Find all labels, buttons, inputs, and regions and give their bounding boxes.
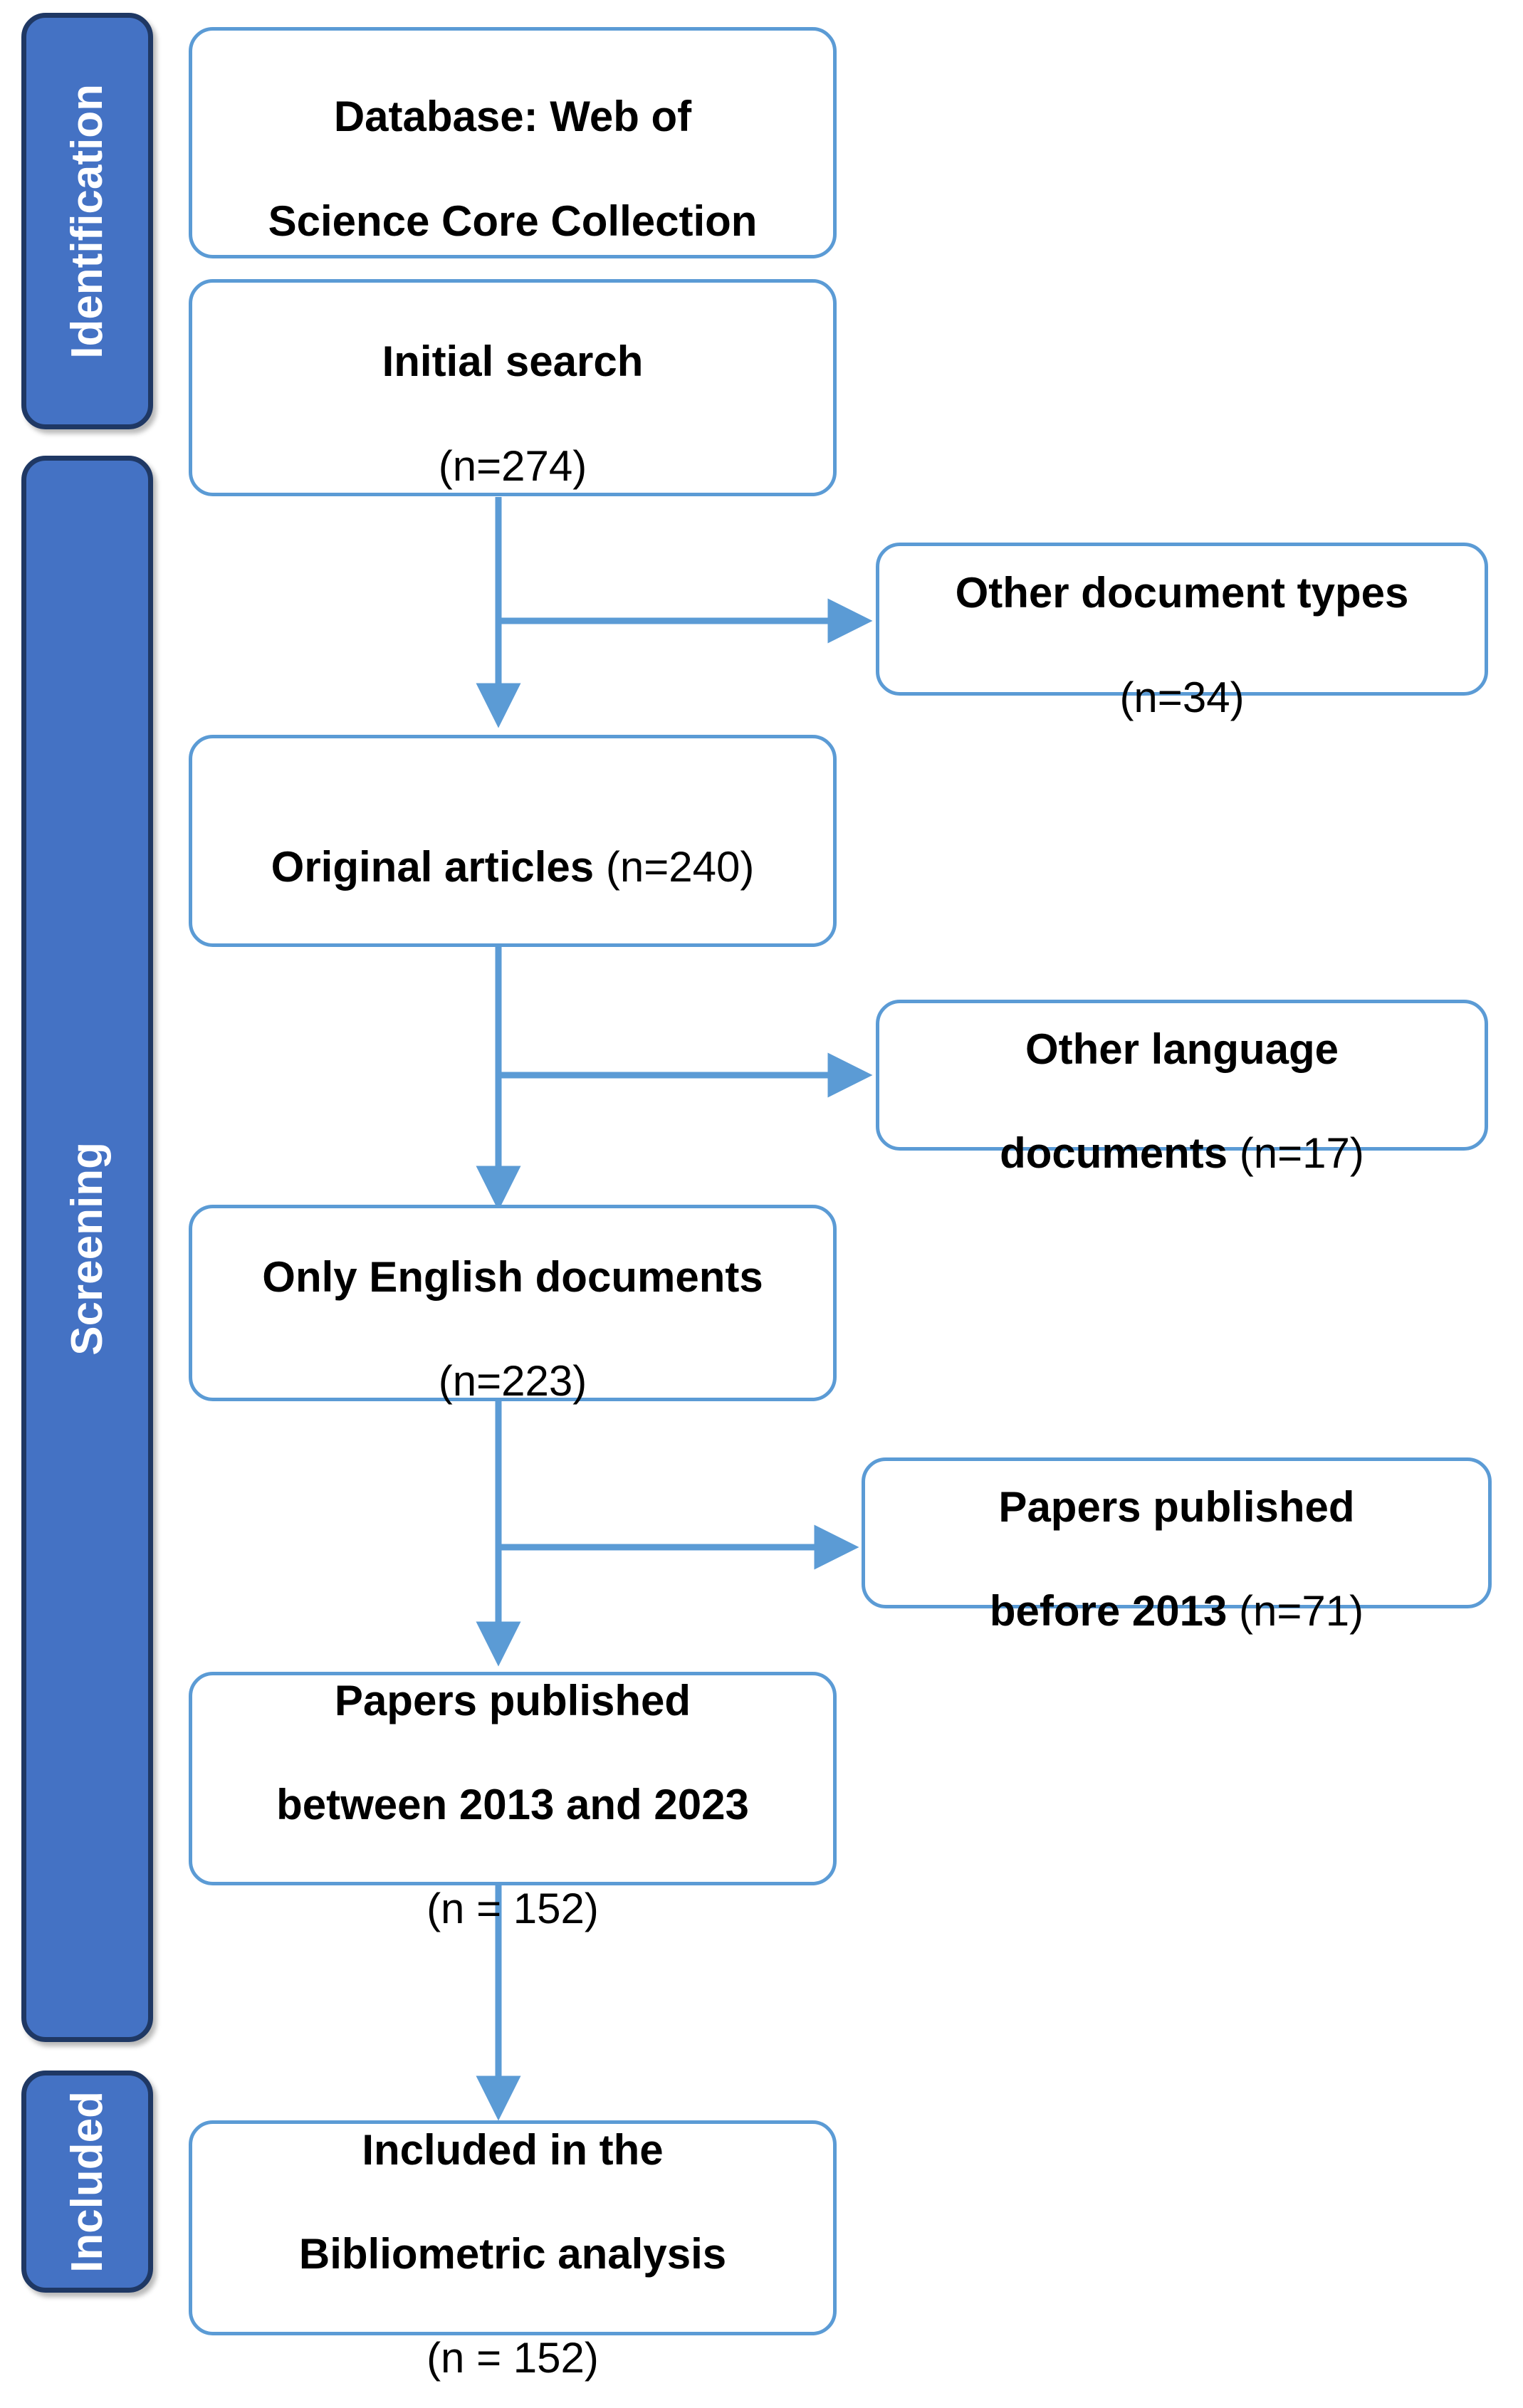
exclusion-box-other-document-types-text: Other document types (n=34) [955, 569, 1409, 721]
flow-box-original-articles: Original articles (n=240) [189, 735, 837, 947]
flow-box-included-bibliometric-text: Included in the Bibliometric analysis (n… [298, 2125, 727, 2382]
connector-original-to-english [476, 947, 873, 1211]
flow-box-included-bibliometric: Included in the Bibliometric analysis (n… [189, 2120, 837, 2382]
exclusion-box-papers-before-2013: Papers published before 2013 (n=71) [862, 1457, 1492, 1635]
connector-initial-to-original [476, 497, 873, 728]
flow-box-database-text: Database: Web of Science Core Collection [268, 93, 758, 245]
stage-bar-screening: Screening [21, 456, 153, 2042]
exclusion-box-other-language-documents: Other language documents (n=17) [876, 1000, 1488, 1177]
flow-box-database: Database: Web of Science Core Collection [189, 27, 837, 258]
flow-box-papers-2013-2023: Papers published between 2013 and 2023 (… [189, 1672, 837, 1932]
exclusion-box-papers-before-2013-text: Papers published before 2013 (n=71) [989, 1482, 1364, 1635]
exclusion-box-other-language-documents-text: Other language documents (n=17) [1000, 1025, 1364, 1178]
stage-label-identification: Identification [62, 83, 112, 359]
stage-bar-identification: Identification [21, 13, 153, 429]
stage-label-included: Included [62, 2090, 112, 2273]
exclusion-box-other-document-types: Other document types (n=34) [876, 543, 1488, 721]
stage-label-screening: Screening [62, 1142, 112, 1356]
flow-box-original-articles-text: Original articles (n=240) [271, 843, 755, 891]
flow-box-papers-2013-2023-text: Papers published between 2013 and 2023 (… [276, 1676, 749, 1933]
stage-bar-included: Included [21, 2071, 153, 2293]
flow-box-english-documents: Only English documents (n=223) [189, 1205, 837, 1405]
flow-box-initial-search-text: Initial search (n=274) [382, 337, 644, 490]
flow-box-english-documents-text: Only English documents (n=223) [262, 1252, 763, 1405]
connector-english-to-papers [476, 1401, 859, 1667]
flow-box-initial-search: Initial search (n=274) [189, 279, 837, 496]
